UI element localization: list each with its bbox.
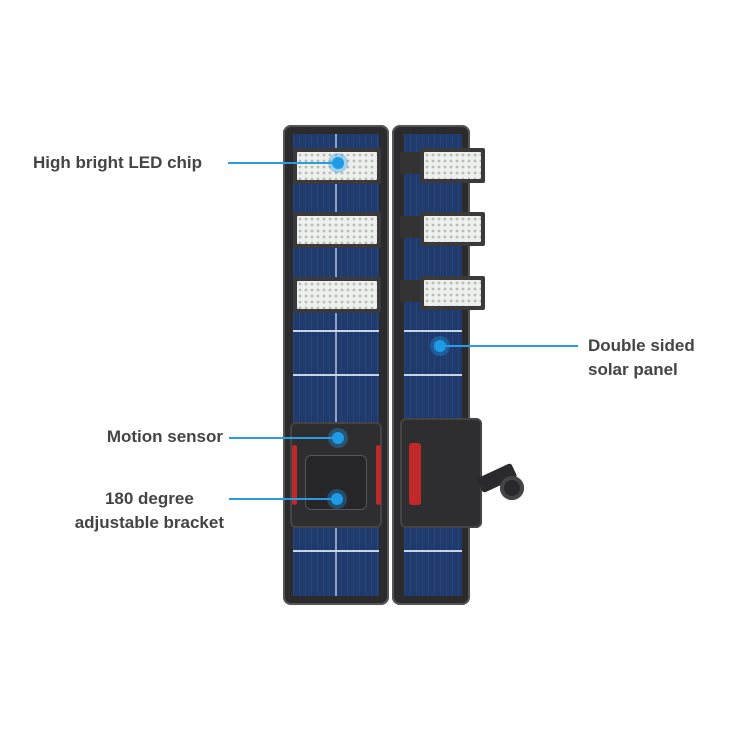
callout-led-chip-label: High bright LED chip: [33, 153, 203, 172]
panel-divider: [404, 374, 462, 376]
callout-leader-line: [440, 345, 578, 347]
panel-divider: [404, 330, 462, 332]
callout-dot-icon: [332, 157, 344, 169]
red-trim: [376, 445, 381, 505]
callout-leader-line: [228, 162, 338, 164]
led-hinge: [400, 216, 422, 238]
callout-bracket-label: 180 degree adjustable bracket: [75, 487, 224, 535]
panel-divider: [335, 134, 337, 596]
callout-dot-icon: [434, 340, 446, 352]
red-trim: [409, 443, 421, 505]
panel-divider: [293, 330, 379, 332]
led-module: [293, 148, 381, 184]
panel-divider: [293, 374, 379, 376]
callout-dot-icon: [331, 493, 343, 505]
red-trim: [292, 445, 297, 505]
callout-leader-line: [229, 437, 338, 439]
callout-motion-sensor-label: Motion sensor: [106, 427, 223, 446]
led-module: [293, 212, 381, 248]
led-module: [420, 276, 485, 310]
callout-dot-icon: [332, 432, 344, 444]
callout-solar-panel-line1: Double sided: [588, 336, 695, 355]
panel-divider: [404, 550, 462, 552]
callout-bracket-line1: 180 degree: [104, 489, 194, 508]
pole-clamp: [500, 476, 524, 500]
callout-solar-panel-line2: solar panel: [588, 360, 678, 379]
led-hinge: [400, 152, 422, 174]
callout-bracket-line2: adjustable bracket: [74, 513, 224, 532]
panel-divider: [293, 550, 379, 552]
callout-solar-panel-label: Double sided solar panel: [588, 334, 695, 382]
callout-leader-line: [229, 498, 337, 500]
led-hinge: [400, 280, 422, 302]
led-module: [293, 277, 381, 313]
led-module: [420, 212, 485, 246]
led-module: [420, 148, 485, 183]
